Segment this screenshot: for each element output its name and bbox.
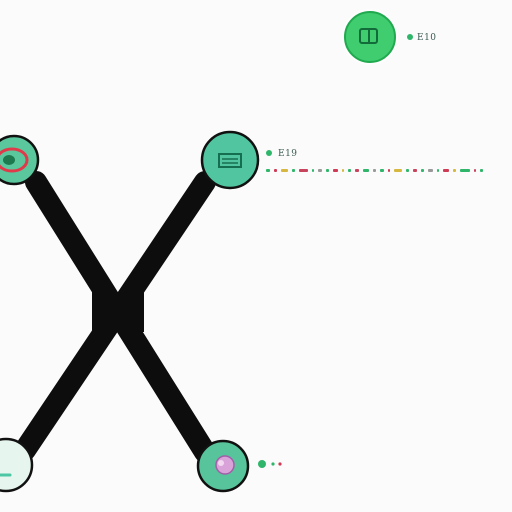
node-left-bottom[interactable]	[0, 437, 34, 493]
trail-dash	[406, 169, 409, 172]
trail-dash	[388, 169, 390, 172]
node-right-top-label: E19	[278, 149, 298, 159]
trail-dash	[460, 169, 470, 172]
trail-dash	[394, 169, 402, 172]
node-right-bottom[interactable]	[196, 439, 250, 493]
trail-dash	[274, 169, 277, 172]
target-icon	[0, 147, 29, 173]
flag-icon	[359, 28, 378, 44]
trail-dash	[474, 169, 476, 172]
trail-dash	[453, 169, 456, 172]
node-right-top-circle[interactable]	[200, 130, 260, 190]
node-top-label: E10	[417, 33, 437, 43]
trail-dash	[355, 169, 359, 172]
trail-dash	[318, 169, 322, 172]
trail-dash	[281, 169, 288, 172]
trail-dash	[363, 169, 369, 172]
trail-dash	[421, 169, 424, 172]
node-left-bottom-circle[interactable]	[0, 437, 34, 493]
trail-dash	[348, 169, 351, 172]
trail-dash	[333, 169, 338, 172]
trail-dash	[312, 169, 314, 172]
node-right-bottom-indicators	[258, 460, 282, 468]
trail-dash	[373, 169, 376, 172]
trail-dash	[342, 169, 344, 172]
trail-dash	[292, 169, 295, 172]
trail-dash	[380, 169, 384, 172]
cross-connector	[14, 171, 216, 463]
dashed-trail	[266, 169, 483, 172]
node-left-top[interactable]	[0, 134, 40, 186]
trail-dash	[428, 169, 433, 172]
trail-dash	[480, 169, 483, 172]
trail-dash	[299, 169, 308, 172]
trail-dash	[326, 169, 329, 172]
node-right-top[interactable]	[200, 130, 260, 190]
trail-dash	[413, 169, 417, 172]
blob-icon	[215, 455, 235, 475]
node-top[interactable]	[342, 9, 398, 65]
card-icon	[218, 153, 242, 168]
trail-dash	[266, 169, 270, 172]
cross-hub	[92, 292, 144, 332]
node-right-top-bullet	[266, 150, 272, 156]
trail-dash	[443, 169, 449, 172]
trail-dash	[437, 169, 439, 172]
node-top-bullet	[407, 34, 413, 40]
